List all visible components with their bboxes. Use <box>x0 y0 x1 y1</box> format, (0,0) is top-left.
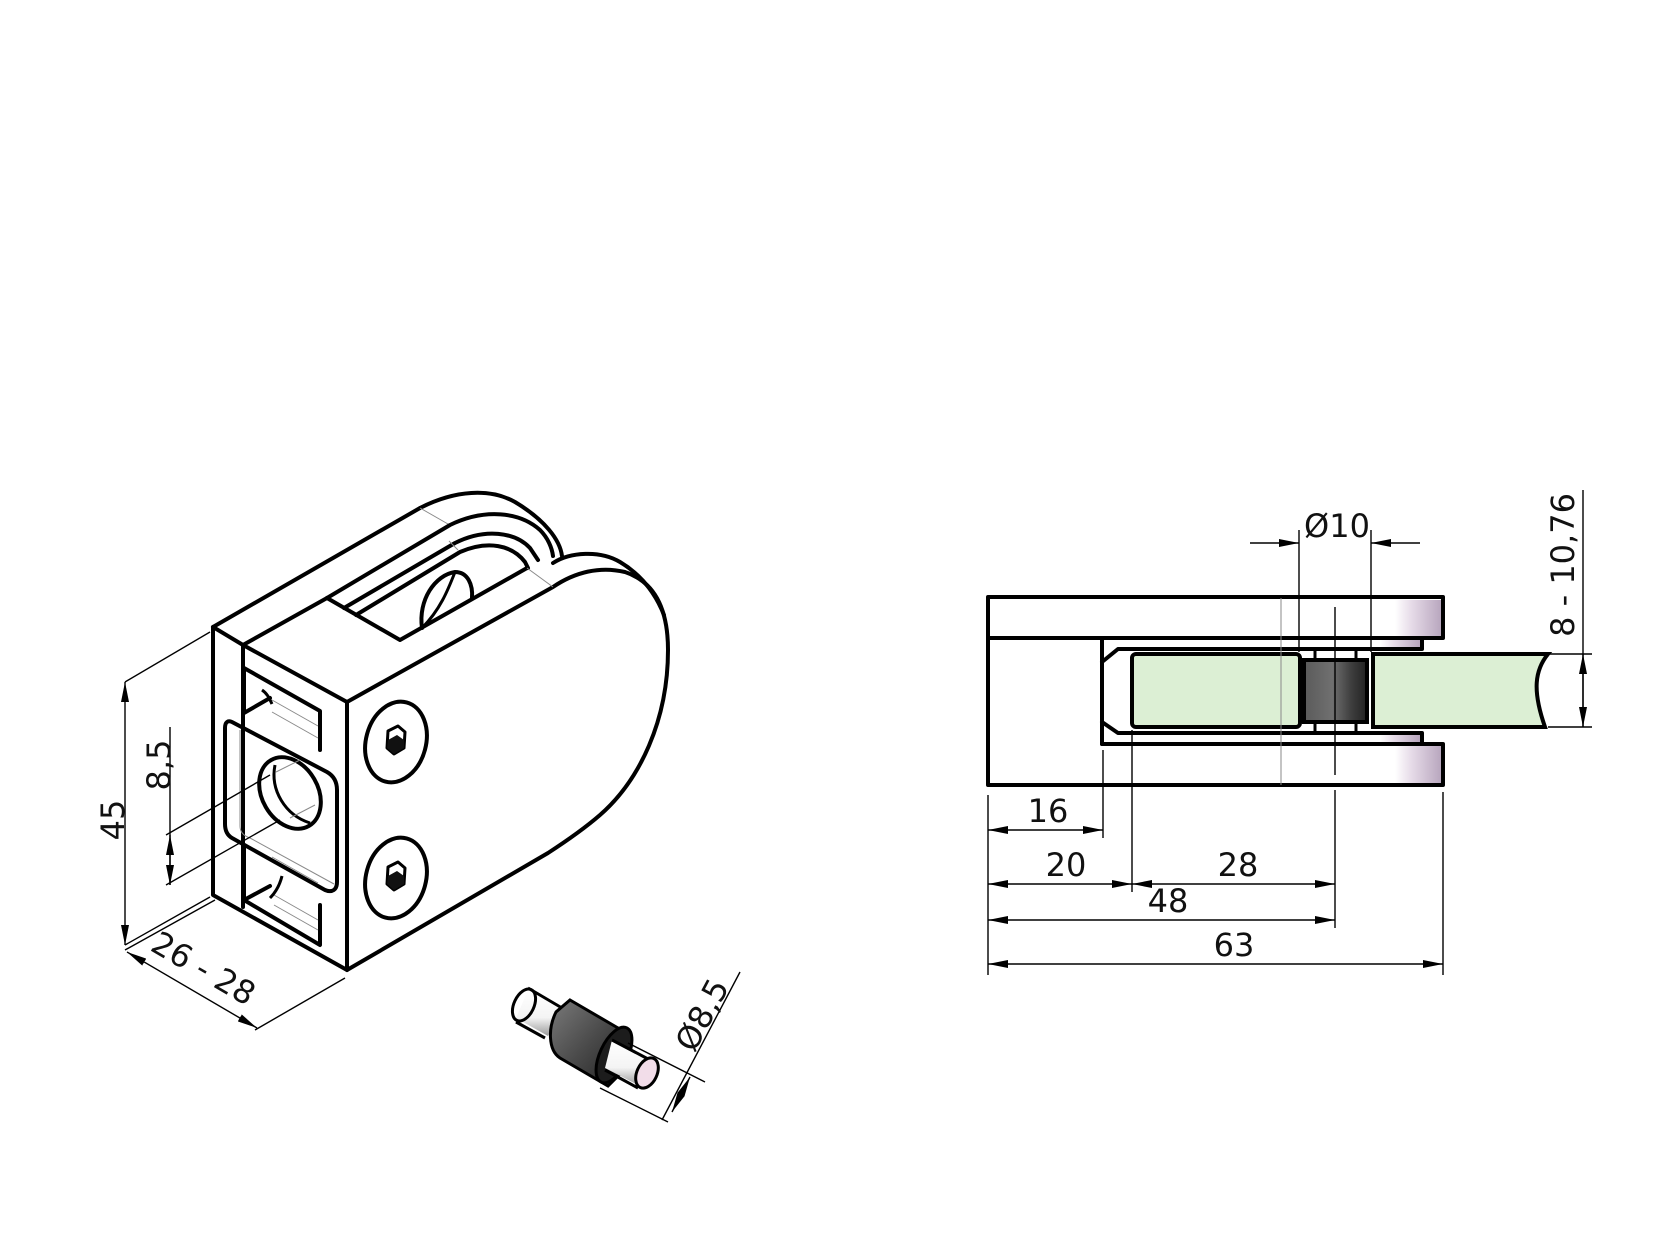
section-gasket-top <box>1100 636 1424 664</box>
clamp-back-cap-outline <box>418 490 564 558</box>
clamp-boss <box>223 719 339 894</box>
clamp-hole <box>257 755 323 831</box>
dimension-label-48: 48 <box>1148 882 1189 920</box>
clamp-slot-arc-2 <box>342 531 540 610</box>
clamp-upper-window <box>242 666 322 752</box>
pin-end-face <box>634 1056 660 1090</box>
screw-top-icon <box>363 699 429 785</box>
dimension-label-26-28: 26 - 28 <box>145 924 262 1014</box>
section-gasket-bottom <box>1100 720 1424 746</box>
dimension-label-pin-10: Ø10 <box>1304 507 1370 545</box>
clamp-notch <box>325 566 529 642</box>
dimension-label-pin-diameter: Ø8,5 <box>668 972 737 1057</box>
dimension-glass-thickness: 8 - 10,76 <box>1544 490 1592 728</box>
pin-view: Ø8,5 <box>510 971 741 1123</box>
dimension-pin-diameter-10: Ø10 <box>1250 507 1420 652</box>
dimension-label-45: 45 <box>94 800 132 841</box>
dimension-label-glass-thickness: 8 - 10,76 <box>1544 493 1582 637</box>
section-view: Ø10 8 - 10,76 16 20 28 <box>986 490 1592 975</box>
section-glass-right <box>1371 652 1553 729</box>
clamp-back-top-edge <box>211 506 422 629</box>
dimension-hole-offset: 8,5 <box>140 727 281 886</box>
dimension-label-20: 20 <box>1046 846 1087 884</box>
screw-bottom-icon <box>363 835 429 921</box>
dimension-label-8-5: 8,5 <box>140 740 178 791</box>
dimension-16: 16 <box>988 792 1103 834</box>
dimension-20: 20 <box>988 846 1132 888</box>
clamp-lower-window <box>242 843 322 947</box>
dimension-label-16: 16 <box>1028 792 1069 830</box>
clamp-slot-arc-1 <box>325 512 555 600</box>
dimension-label-28: 28 <box>1218 846 1259 884</box>
dimension-glass-depth: 26 - 28 <box>124 899 346 1031</box>
clamp-slot-arc-3 <box>354 543 530 617</box>
isometric-clamp-view: 45 8,5 26 - 28 <box>94 490 670 1031</box>
clamp-front-face <box>211 625 349 972</box>
dimension-63: 63 <box>988 926 1443 968</box>
dimension-label-63: 63 <box>1214 926 1255 964</box>
clamp-front-cap-outline <box>345 567 670 972</box>
section-glass-left <box>1130 652 1302 729</box>
dimension-48: 48 <box>988 882 1335 924</box>
dimension-height-45: 45 <box>94 631 211 946</box>
dimension-28: 28 <box>1132 846 1335 888</box>
